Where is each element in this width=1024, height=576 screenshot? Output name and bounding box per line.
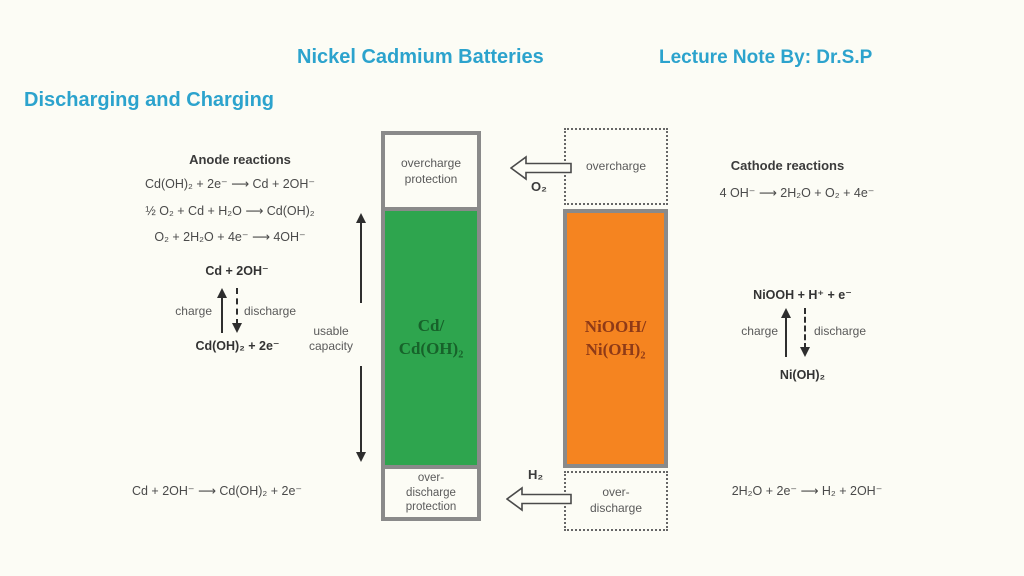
lecture-byline: Lecture Note By: Dr.S.P xyxy=(659,47,873,68)
anode-charge-arrow-icon xyxy=(217,288,227,333)
cathode-reaction: 4 OH⁻ ⟶ 2H₂O + O₂ + 4e⁻ xyxy=(719,186,875,200)
anode-bottom-reaction: Cd + 2OH⁻ ⟶ Cd(OH)₂ + 2e⁻ xyxy=(131,484,303,498)
anode-charge-label: charge xyxy=(175,304,212,318)
usable-capacity-arrow-bottom xyxy=(356,366,366,462)
cathode-heading: Cathode reactions xyxy=(730,158,845,173)
h2-release-arrow-icon xyxy=(506,486,572,512)
nickel-overdischarge-zone: over- discharge xyxy=(564,471,668,531)
cathode-charge-label: charge xyxy=(741,324,778,338)
anode-cycle-top: Cd + 2OH⁻ xyxy=(205,264,269,278)
nickel-electrode-body: NiOOH/ Ni(OH)₂ xyxy=(567,213,664,464)
cadmium-overdischarge-protection: over- discharge protection xyxy=(385,469,477,517)
nickel-electrode-column: NiOOH/ Ni(OH)₂ xyxy=(563,209,668,468)
anode-cycle-bottom: Cd(OH)₂ + 2e⁻ xyxy=(195,339,280,353)
cathode-cycle-top: NiOOH + H⁺ + e⁻ xyxy=(753,288,852,302)
cadmium-electrode-column: overcharge protection Cd/ Cd(OH)₂ over- … xyxy=(381,131,481,521)
o2-gas-label: O₂ xyxy=(531,179,547,194)
anode-discharge-label: discharge xyxy=(244,304,297,318)
usable-capacity-label: usable capacity xyxy=(308,324,354,353)
anode-discharge-arrow-icon xyxy=(232,288,242,333)
cathode-discharge-arrow-icon xyxy=(800,308,810,357)
cadmium-overcharge-protection: overcharge protection xyxy=(385,135,477,207)
anode-reaction-2: ½ O₂ + Cd + H₂O ⟶ Cd(OH)₂ xyxy=(145,203,315,218)
cathode-bottom-reaction: 2H₂O + 2e⁻ ⟶ H₂ + 2OH⁻ xyxy=(731,484,883,498)
cathode-charge-arrow-icon xyxy=(781,308,791,357)
nickel-overcharge-zone: overcharge xyxy=(564,128,668,205)
cadmium-electrode-body: Cd/ Cd(OH)₂ xyxy=(385,211,477,465)
slide-subtitle: Discharging and Charging xyxy=(24,89,275,111)
anode-reaction-3: O₂ + 2H₂O + 4e⁻ ⟶ 4OH⁻ xyxy=(154,230,306,244)
usable-capacity-arrow-top xyxy=(356,213,366,303)
h2-gas-label: H₂ xyxy=(528,467,544,482)
slide-title: Nickel Cadmium Batteries xyxy=(297,46,544,68)
anode-heading: Anode reactions xyxy=(189,152,291,167)
o2-release-arrow-icon xyxy=(510,155,572,181)
anode-reactions: Cd(OH)₂ + 2e⁻ ⟶ Cd + 2OH⁻ ½ O₂ + Cd + H₂… xyxy=(92,171,368,251)
cathode-cycle-bottom: Ni(OH)₂ xyxy=(779,368,826,382)
anode-reaction-1: Cd(OH)₂ + 2e⁻ ⟶ Cd + 2OH⁻ xyxy=(144,177,316,191)
cathode-discharge-label: discharge xyxy=(814,324,867,338)
